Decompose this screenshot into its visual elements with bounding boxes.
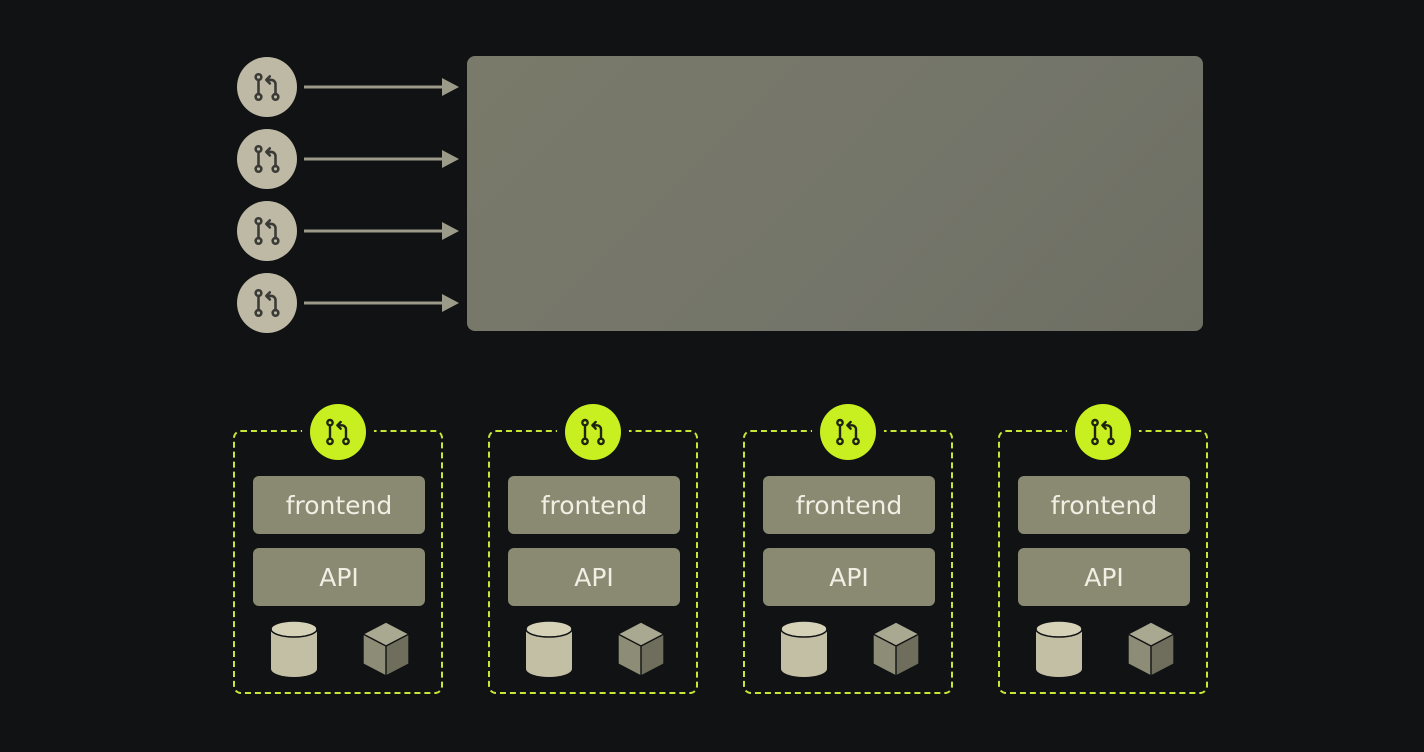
pull-request-icon <box>326 418 350 446</box>
cube-icon <box>872 621 920 677</box>
environment-badge <box>1075 404 1131 460</box>
database-icon <box>270 620 318 677</box>
preview-environment-3: frontend API <box>743 404 953 694</box>
arrow-right-icon <box>304 77 460 97</box>
frontend-layer: frontend <box>1018 476 1190 534</box>
pull-request-icon <box>254 144 280 174</box>
shared-environment-block <box>467 56 1203 331</box>
database-icon <box>780 620 828 677</box>
queued-pull-request-1 <box>237 57 297 117</box>
queued-pull-request-3 <box>237 201 297 261</box>
database-icon <box>525 620 573 677</box>
frontend-layer: frontend <box>763 476 935 534</box>
preview-environment-4: frontend API <box>998 404 1208 694</box>
queued-pull-request-2 <box>237 129 297 189</box>
pull-request-icon <box>254 72 280 102</box>
arrow-right-icon <box>304 149 460 169</box>
environment-badge <box>565 404 621 460</box>
arrow-right-icon <box>304 221 460 241</box>
api-layer: API <box>253 548 425 606</box>
pull-request-icon <box>254 216 280 246</box>
api-layer: API <box>1018 548 1190 606</box>
pull-request-icon <box>836 418 860 446</box>
pull-request-icon <box>1091 418 1115 446</box>
frontend-layer: frontend <box>253 476 425 534</box>
pull-request-icon <box>254 288 280 318</box>
environment-badge <box>820 404 876 460</box>
preview-environment-2: frontend API <box>488 404 698 694</box>
arrow-right-icon <box>304 293 460 313</box>
pull-request-icon <box>581 418 605 446</box>
cube-icon <box>1127 621 1175 677</box>
queued-pull-request-4 <box>237 273 297 333</box>
preview-environment-1: frontend API <box>233 404 443 694</box>
frontend-layer: frontend <box>508 476 680 534</box>
cube-icon <box>362 621 410 677</box>
environment-badge <box>310 404 366 460</box>
database-icon <box>1035 620 1083 677</box>
api-layer: API <box>508 548 680 606</box>
cube-icon <box>617 621 665 677</box>
api-layer: API <box>763 548 935 606</box>
